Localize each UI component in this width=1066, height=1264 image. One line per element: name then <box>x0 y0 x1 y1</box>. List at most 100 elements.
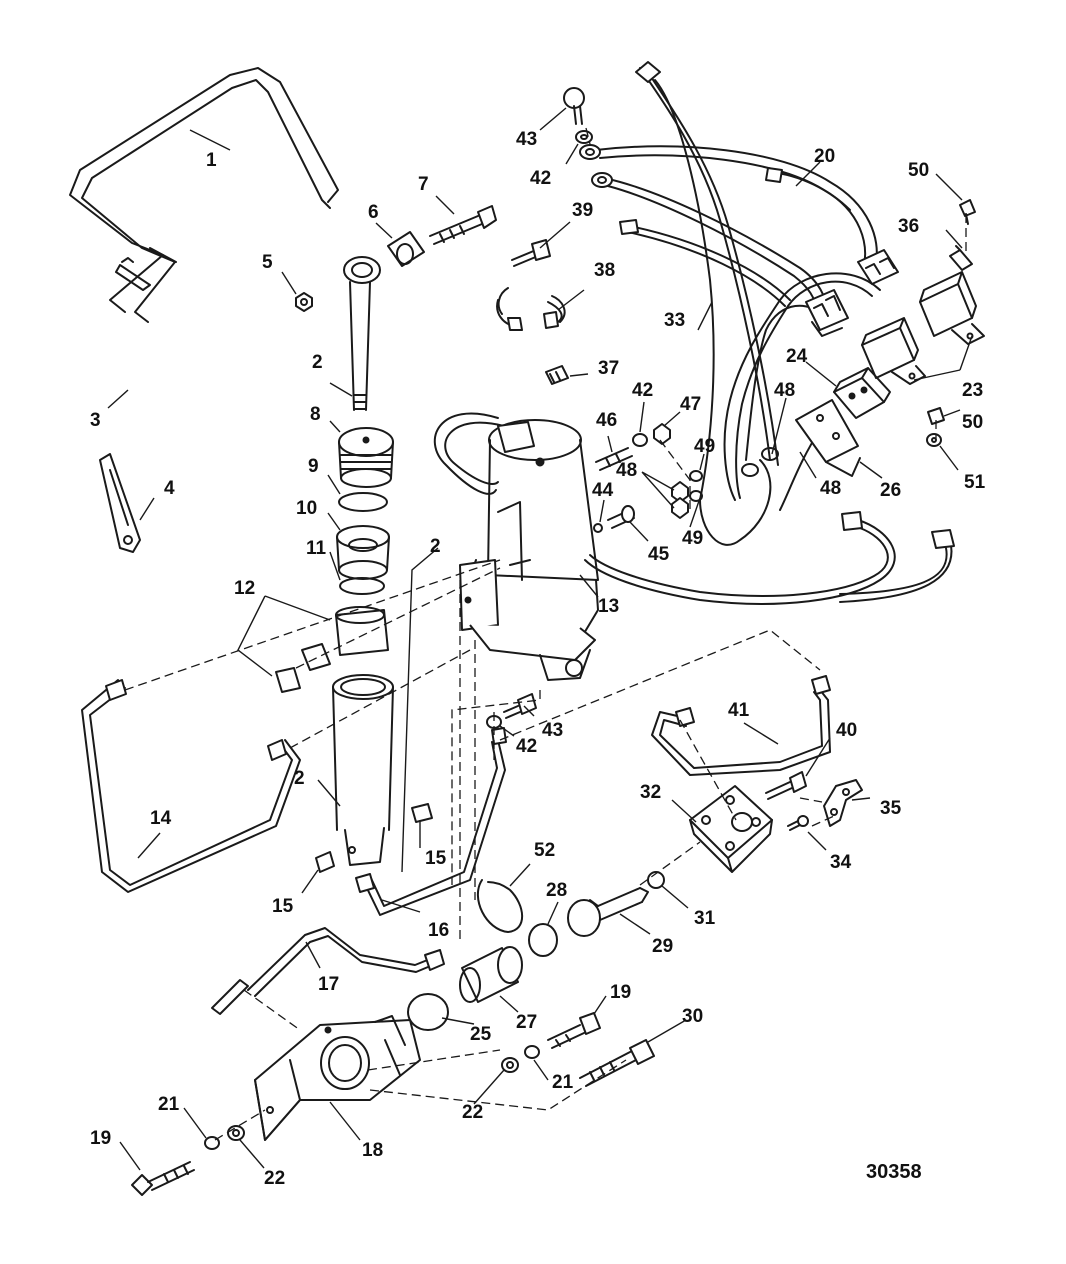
callout-51: 51 <box>964 472 986 493</box>
part-washer-22-lower <box>227 1125 245 1141</box>
part-o-ring-28 <box>528 923 558 957</box>
callout-44: 44 <box>592 480 614 501</box>
callout-42-b: 42 <box>632 380 653 401</box>
callout-47: 47 <box>680 394 701 415</box>
callout-14: 14 <box>150 808 172 829</box>
callout-22-a: 22 <box>264 1168 285 1189</box>
part-washer-49-a <box>689 470 703 482</box>
part-bushing <box>387 231 425 267</box>
callout-8: 8 <box>310 404 321 425</box>
part-bolt-43-lower <box>503 693 537 719</box>
callout-28: 28 <box>546 880 567 901</box>
callout-50-a: 50 <box>908 160 929 181</box>
part-washer-42-top <box>575 130 593 144</box>
part-o-ring-25 <box>407 993 449 1031</box>
callout-36: 36 <box>898 216 919 237</box>
part-o-ring-11 <box>339 577 385 595</box>
callout-26: 26 <box>880 480 901 501</box>
part-screw-50-lower <box>927 407 945 425</box>
callout-6: 6 <box>368 202 379 223</box>
callout-11: 11 <box>306 538 327 559</box>
part-wire-harness <box>579 61 955 605</box>
callout-46: 46 <box>596 410 617 431</box>
callout-5: 5 <box>262 252 273 273</box>
part-washer-44 <box>593 523 603 533</box>
part-lock-washer-21-upper <box>524 1045 540 1059</box>
part-screw-34 <box>787 815 809 831</box>
callout-7: 7 <box>418 174 429 195</box>
part-pump-motor <box>434 412 599 681</box>
callout-20: 20 <box>814 146 835 167</box>
callout-23: 23 <box>962 380 983 401</box>
part-clamp <box>275 606 389 693</box>
part-o-ring-31 <box>647 871 665 889</box>
callout-19-b: 19 <box>610 982 631 1003</box>
callout-2-c: 2 <box>294 768 305 789</box>
callout-3: 3 <box>90 410 101 431</box>
callout-21-b: 21 <box>552 1072 574 1093</box>
part-bolt-43-upper <box>563 87 585 125</box>
callout-27: 27 <box>516 1012 537 1033</box>
callout-42-c: 42 <box>516 736 537 757</box>
part-bracket-26 <box>795 399 861 477</box>
callout-38: 38 <box>594 260 615 281</box>
callout-41: 41 <box>728 700 750 721</box>
callout-22-b: 22 <box>462 1102 483 1123</box>
callout-34: 34 <box>830 852 852 873</box>
callout-16: 16 <box>428 920 449 941</box>
callout-35: 35 <box>880 798 902 819</box>
callout-50-b: 50 <box>962 412 983 433</box>
part-washer-22-upper <box>501 1057 519 1073</box>
leader-lines <box>107 107 973 1171</box>
callout-49-a: 49 <box>694 436 715 457</box>
part-fitting-15-lower <box>315 851 335 873</box>
part-boot-left <box>496 287 523 331</box>
part-cotter-pin <box>115 257 151 291</box>
callout-15-b: 15 <box>272 896 294 917</box>
callout-31: 31 <box>694 908 716 929</box>
part-nut-48-a <box>671 481 689 503</box>
callout-13: 13 <box>598 596 619 617</box>
part-relay-left <box>861 317 926 385</box>
part-nut-47 <box>653 423 671 445</box>
callout-48-b: 48 <box>774 380 795 401</box>
part-trim-cylinder <box>332 674 394 866</box>
part-nut <box>295 292 313 312</box>
callout-43-a: 43 <box>516 129 537 150</box>
part-stud-46 <box>595 447 633 471</box>
callout-15-a: 15 <box>425 848 447 869</box>
part-washer-51 <box>926 433 942 447</box>
part-piston <box>336 525 390 580</box>
part-bolt-19-upper <box>547 1012 601 1049</box>
callout-2-b: 2 <box>430 536 441 557</box>
part-valve-piston <box>567 887 649 937</box>
part-nut-48-b <box>671 497 689 519</box>
callout-17: 17 <box>318 974 339 995</box>
part-washer-49-b <box>689 490 703 502</box>
callout-49-b: 49 <box>682 528 703 549</box>
alignment-lines <box>124 127 967 1141</box>
part-boot-right <box>543 295 566 329</box>
part-screw-50-upper <box>959 199 976 225</box>
part-bracket-35 <box>823 779 863 827</box>
part-washer-42-upper-motor <box>632 433 648 447</box>
callout-39: 39 <box>572 200 593 221</box>
callout-48-a: 48 <box>616 460 637 481</box>
part-o-ring-9 <box>338 492 388 512</box>
part-relay-right <box>919 271 985 345</box>
part-bracket-36 <box>949 245 973 271</box>
callout-18: 18 <box>362 1140 383 1161</box>
callout-30: 30 <box>682 1006 703 1027</box>
callout-40: 40 <box>836 720 857 741</box>
part-hydraulic-line-16 <box>355 727 507 916</box>
part-end-cap <box>338 427 394 488</box>
callout-2-a: 2 <box>312 352 323 373</box>
callout-43-b: 43 <box>542 720 563 741</box>
part-fitting-15-upper <box>411 803 433 823</box>
callout-45: 45 <box>648 544 670 565</box>
part-bolt-7 <box>429 205 497 245</box>
callout-29: 29 <box>652 936 673 957</box>
callout-24: 24 <box>786 346 808 367</box>
callout-19-a: 19 <box>90 1128 111 1149</box>
